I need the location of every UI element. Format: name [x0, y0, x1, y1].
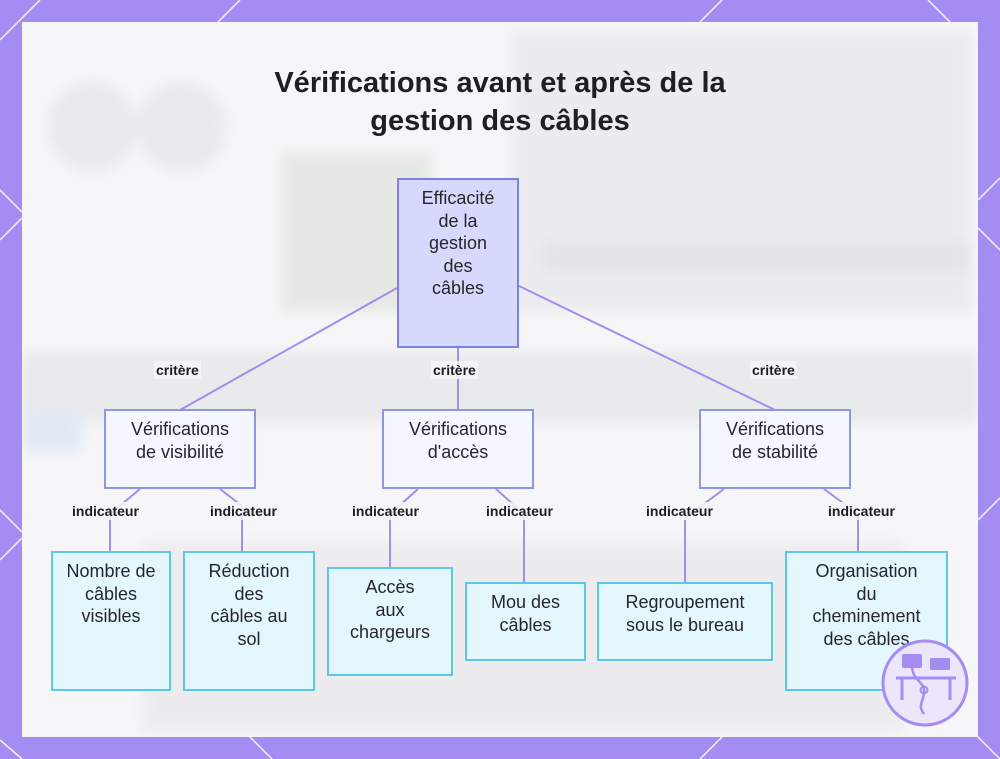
edge-visibility-leaf2	[219, 488, 243, 551]
root-label: Efficacité de la gestion des câbles	[421, 188, 495, 298]
leaf-node-under-desk-grouping: Regroupement sous le bureau	[597, 582, 773, 661]
edge-label-indicator-5: indicateur	[644, 502, 715, 520]
leaf-label-charger-access: Accès aux chargeurs	[349, 577, 431, 642]
branch-label-visibility: Vérifications de visibilité	[130, 419, 230, 462]
leaf-node-charger-access: Accès aux chargeurs	[327, 567, 453, 676]
title-line-1: Vérifications avant et après de la	[274, 67, 726, 99]
edge-label-criterion-stability: critère	[750, 361, 797, 379]
edge-label-indicator-4: indicateur	[484, 502, 555, 520]
root-node: Efficacité de la gestion des câbles	[397, 178, 519, 348]
edge-label-indicator-1: indicateur	[70, 502, 141, 520]
desk-cable-management-icon	[881, 639, 969, 727]
leaf-label-visible-cables: Nombre de câbles visibles	[66, 561, 156, 626]
edge-access-leaf1	[389, 488, 419, 567]
branch-label-stability: Vérifications de stabilité	[725, 419, 825, 462]
leaf-node-floor-cables: Réduction des câbles au sol	[183, 551, 315, 691]
branch-node-access: Vérifications d'accès	[382, 409, 534, 489]
diagram-title: Vérifications avant et après de la gesti…	[200, 64, 800, 140]
leaf-node-visible-cables: Nombre de câbles visibles	[51, 551, 171, 691]
edge-root-visibility	[179, 287, 398, 411]
branch-node-visibility: Vérifications de visibilité	[104, 409, 256, 489]
edge-label-criterion-visibility: critère	[154, 361, 201, 379]
branch-node-stability: Vérifications de stabilité	[699, 409, 851, 489]
edge-visibility-leaf1	[109, 488, 141, 551]
diagram-card: Vérifications avant et après de la gesti…	[22, 22, 978, 737]
edge-root-stability	[518, 285, 776, 411]
leaf-label-cable-slack: Mou des câbles	[490, 592, 561, 635]
title-line-2: gestion des câbles	[370, 105, 630, 137]
edge-stability-leaf2	[823, 488, 859, 551]
edge-label-indicator-3: indicateur	[350, 502, 421, 520]
leaf-label-under-desk-grouping: Regroupement sous le bureau	[625, 592, 745, 635]
leaf-label-floor-cables: Réduction des câbles au sol	[208, 561, 290, 649]
branch-label-access: Vérifications d'accès	[408, 419, 508, 462]
edge-label-criterion-access: critère	[431, 361, 478, 379]
edge-label-indicator-6: indicateur	[826, 502, 897, 520]
leaf-node-cable-slack: Mou des câbles	[465, 582, 586, 661]
leaf-label-cable-routing: Organisation du cheminement des câbles	[812, 561, 921, 649]
edge-label-indicator-2: indicateur	[208, 502, 279, 520]
